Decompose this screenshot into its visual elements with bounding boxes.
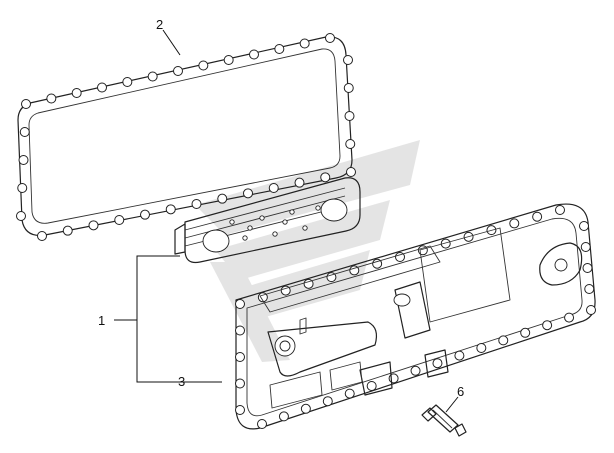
cover-bolt-hole-icon <box>584 284 595 294</box>
cover-bolt-hole-icon <box>520 327 531 338</box>
cover-bolt-hole-icon <box>280 285 291 296</box>
gasket-bolt-hole-icon <box>294 177 305 188</box>
gasket-bolt-hole-icon <box>299 38 310 49</box>
gasket-bolt-hole-icon <box>249 49 259 60</box>
cover-bolt-hole-icon <box>509 218 520 229</box>
cover-bolt-hole-icon <box>555 205 565 215</box>
cooler-port-icon <box>242 235 248 241</box>
gasket-bolt-hole-icon <box>346 167 356 177</box>
cover-bolt-hole-icon <box>366 381 377 391</box>
cooler-port-icon <box>229 219 235 225</box>
label-part-2: 2 <box>156 17 163 32</box>
gasket-bolt-hole-icon <box>345 139 356 149</box>
cover-bolt-hole-icon <box>326 272 337 283</box>
gasket-bolt-hole-icon <box>343 55 353 65</box>
cooler-port-icon <box>247 225 253 231</box>
gasket-bolt-hole-icon <box>46 93 57 104</box>
gasket-bolt-hole-icon <box>325 33 335 43</box>
gasket-bolt-hole-icon <box>223 55 234 65</box>
gasket-bolt-hole-icon <box>165 204 176 215</box>
cover-bolt-hole-icon <box>344 388 355 399</box>
cover-bolt-hole-icon <box>410 365 421 376</box>
cooler-port-icon <box>259 215 265 221</box>
cover-bolt-hole-icon <box>278 411 289 422</box>
cover-bolt-hole-icon <box>498 335 509 346</box>
cover-bolt-hole-icon <box>440 238 451 249</box>
gasket-bolt-hole-icon <box>62 225 73 236</box>
cover-bolt-hole-icon <box>454 350 465 361</box>
gasket-bolt-hole-icon <box>122 77 133 87</box>
gasket-bolt-hole-icon <box>274 44 285 54</box>
cover-bolt-hole-icon <box>395 252 405 262</box>
gasket-bolt-hole-icon <box>18 155 29 165</box>
gasket-bolt-hole-icon <box>97 82 107 93</box>
sensor-part-6 <box>421 404 467 437</box>
cover-bolt-hole-icon <box>432 358 443 369</box>
cooler-port-icon <box>289 209 295 215</box>
gasket-bolt-hole-icon <box>16 211 26 221</box>
gasket-bolt-hole-icon <box>320 172 331 183</box>
gasket-bolt-hole-icon <box>88 220 99 231</box>
cover-bolt-hole-icon <box>235 405 245 415</box>
label-part-1: 1 <box>98 313 105 328</box>
gasket-bolt-hole-icon <box>71 88 82 98</box>
cover-bolt-hole-icon <box>235 299 245 309</box>
leader-lines <box>114 29 459 413</box>
gasket-bolt-hole-icon <box>173 66 183 76</box>
cover-bolt-hole-icon <box>257 419 267 429</box>
cover-bolt-hole-icon <box>476 343 487 353</box>
cooler-element <box>174 177 361 264</box>
gasket-bolt-hole-icon <box>37 231 47 241</box>
cooler-cover-part-3 <box>235 203 596 430</box>
cooler-port-icon <box>272 231 278 237</box>
cooler-port-icon <box>302 225 308 231</box>
cover-bolt-hole-icon <box>322 396 333 407</box>
cover-bolt-hole-icon <box>586 305 596 315</box>
cover-bolt-hole-icon <box>372 258 383 269</box>
cover-bolt-hole-icon <box>235 325 245 336</box>
gasket-bolt-hole-icon <box>147 71 158 82</box>
cover-bolt-hole-icon <box>532 211 543 222</box>
cover-bolt-hole-icon <box>300 403 311 414</box>
gasket-part-2 <box>16 33 356 241</box>
gasket-bolt-hole-icon <box>268 183 279 193</box>
gasket-bolt-hole-icon <box>21 99 31 109</box>
cover-bolt-hole-icon <box>564 312 575 323</box>
gasket-bolt-hole-icon <box>19 127 30 137</box>
gasket-bolt-hole-icon <box>191 199 202 209</box>
cooler-port-icon <box>282 219 288 225</box>
gasket-bolt-hole-icon <box>114 215 125 225</box>
cover-bolt-hole-icon <box>235 352 245 362</box>
gasket-bolt-hole-icon <box>17 183 28 193</box>
gasket-bolt-hole-icon <box>140 209 150 220</box>
gasket-bolt-hole-icon <box>198 60 209 71</box>
gasket-bolt-hole-icon <box>243 188 253 199</box>
cover-bolt-hole-icon <box>235 378 245 389</box>
gasket-bolt-hole-icon <box>217 193 228 204</box>
cover-bolt-hole-icon <box>349 265 360 276</box>
cover-bolt-hole-icon <box>303 278 314 289</box>
gasket-bolt-hole-icon <box>344 111 355 121</box>
cover-bolt-hole-icon <box>257 292 268 303</box>
cover-bolt-hole-icon <box>579 221 589 231</box>
cover-bolt-hole-icon <box>582 263 593 273</box>
label-part-6: 6 <box>457 384 464 399</box>
watermark-logo-icon <box>195 140 420 362</box>
label-part-3: 3 <box>178 374 185 389</box>
cover-bolt-hole-icon <box>542 320 553 331</box>
cover-bolt-hole-icon <box>580 242 591 252</box>
cooler-port-icon <box>315 205 321 211</box>
gasket-bolt-hole-icon <box>343 83 354 93</box>
